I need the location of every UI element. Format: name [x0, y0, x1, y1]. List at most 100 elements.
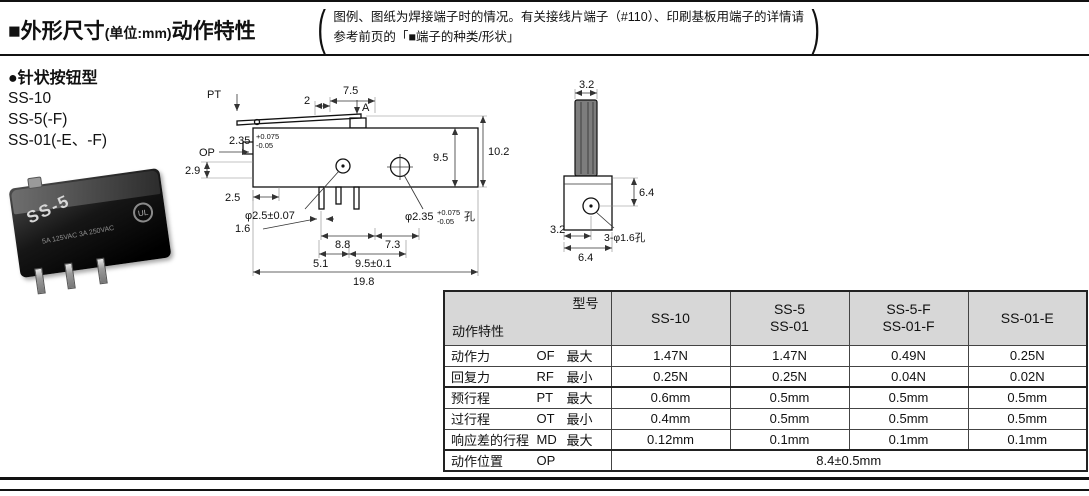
- plunger-front: [574, 99, 598, 177]
- row-qualifier: 最小: [566, 412, 593, 427]
- row-label: 响应差的行程: [451, 432, 530, 448]
- spec-row: 动作位置 OP 8.4±0.5mm: [443, 449, 1088, 472]
- row-qualifier: 最大: [566, 432, 593, 448]
- title-dimensions: ■外形尺寸: [8, 20, 105, 43]
- spec-table: 型号 动作特性 SS-10 SS-5 SS-01 SS-5-F SS-01-F …: [443, 290, 1088, 472]
- spec-cell: 0.04N: [848, 365, 969, 388]
- spec-cell: 1.47N: [729, 344, 850, 367]
- row-symbol: MD: [536, 431, 557, 447]
- spec-cell: 0.1mm: [848, 428, 969, 451]
- row-symbol: OP: [536, 453, 556, 468]
- dim-label: 9.5±0.1: [355, 258, 392, 270]
- body-outline: [252, 127, 479, 188]
- row-label-cell: 过行程 OT 最小: [443, 407, 612, 430]
- tolerance-label: -0.05: [256, 141, 273, 150]
- spec-cell: 0.5mm: [848, 407, 969, 430]
- hinge-point: [253, 118, 261, 126]
- dimension-labels-front: 3.2 6.4 3-φ1.6孔 3.2 6.4: [550, 80, 654, 264]
- row-label-cell: 动作力 OF 最大: [443, 344, 612, 367]
- dim-label: 8.8: [335, 239, 350, 251]
- spec-cell: 0.1mm: [729, 428, 850, 451]
- title-unit: (单位:mm): [104, 25, 172, 41]
- paren-open: (: [317, 0, 326, 55]
- switch-plunger: [27, 176, 43, 190]
- button-outline: [563, 99, 613, 231]
- spec-row: 回复力 RF 最小 0.25N 0.25N 0.04N 0.02N: [443, 365, 1088, 388]
- switch-rating-text: 5A 125VAC 3A 250VAC: [41, 224, 115, 246]
- dim-label: 19.8: [353, 276, 374, 288]
- merged-op-cell: 8.4±0.5mm: [610, 449, 1088, 472]
- dim-label: 6.4: [578, 252, 593, 264]
- spec-cell: 0.6mm: [610, 386, 731, 409]
- spec-cell: 0.5mm: [729, 386, 850, 409]
- dim-label: 9.5: [433, 152, 448, 164]
- plunger-type-title: ●针状按钮型: [8, 70, 98, 87]
- row-label: 预行程: [451, 391, 491, 407]
- paren-close: ): [811, 0, 820, 55]
- row-label: 动作位置: [451, 454, 504, 469]
- spec-header-row: 型号 动作特性 SS-10 SS-5 SS-01 SS-5-F SS-01-F …: [443, 290, 1088, 346]
- dim-label: φ2.35: [405, 211, 434, 223]
- dim-label: φ2.5±0.07: [245, 210, 295, 222]
- row-label: 动作力: [451, 349, 491, 364]
- dimension-lines: [201, 94, 487, 276]
- header-rule: [0, 54, 1089, 56]
- tolerance-label: +0.075: [256, 132, 279, 141]
- row-qualifier: 最小: [566, 369, 593, 385]
- spec-cell: 0.12mm: [610, 428, 731, 451]
- ul-mark: UL: [131, 201, 155, 224]
- table-corner-cell: 型号 动作特性: [443, 290, 612, 346]
- spec-cell: 0.5mm: [967, 386, 1088, 409]
- dim-label: 2.5: [225, 192, 240, 204]
- dim-label: 2.35: [229, 135, 250, 147]
- spec-cell: 0.25N: [967, 344, 1088, 367]
- dim-label: 2: [304, 95, 310, 107]
- note-line-1: 图例、图纸为焊接端子时的情况。有关接线片端子（#110）、印刷基板用端子的详情请: [333, 10, 804, 24]
- spec-row: 预行程 PT 最大 0.6mm 0.5mm 0.5mm 0.5mm: [443, 386, 1088, 409]
- dim-label-a: A: [362, 102, 370, 114]
- corner-model-label: 型号: [572, 296, 599, 311]
- row-symbol: RF: [536, 368, 554, 384]
- tolerance-label: -0.05: [437, 217, 454, 226]
- spec-cell: 0.4mm: [610, 407, 731, 430]
- dim-label: 3.2: [579, 80, 594, 91]
- dim-label: 3.2: [550, 224, 565, 236]
- side-view-drawing: PT 2 7.5 A 2.35 +0.075 -0.05 OP 2.9 2.5 …: [185, 85, 509, 288]
- note-text: 图例、图纸为焊接端子时的情况。有关接线片端子（#110）、印刷基板用端子的详情请…: [333, 7, 804, 47]
- row-label: 回复力: [451, 369, 491, 385]
- plunger-outline: [349, 117, 367, 129]
- spec-row: 响应差的行程 MD 最大 0.12mm 0.1mm 0.1mm 0.1mm: [443, 428, 1088, 451]
- switch-body: SS-5 5A 125VAC 3A 250VAC UL: [8, 167, 172, 279]
- spec-cell: 0.1mm: [967, 428, 1088, 451]
- row-label: 过行程: [451, 412, 491, 427]
- header-note: ( 图例、图纸为焊接端子时的情况。有关接线片端子（#110）、印刷基板用端子的详…: [314, 0, 823, 55]
- dim-label: 6.4: [639, 187, 654, 199]
- product-photo: SS-5 5A 125VAC 3A 250VAC UL: [8, 158, 185, 298]
- row-label-cell: 响应差的行程 MD 最大: [443, 428, 612, 451]
- spec-cell: 0.02N: [967, 365, 1088, 388]
- front-view-drawing: 3.2 6.4 3-φ1.6孔 3.2 6.4: [550, 80, 654, 264]
- spec-cell: 1.47N: [610, 344, 731, 367]
- title-characteristics: 动作特性: [171, 20, 256, 43]
- dim-label: 7.3: [385, 239, 400, 251]
- dim-label-op: OP: [199, 147, 215, 159]
- col-header-ss5f-ss01f: SS-5-F SS-01-F: [848, 290, 969, 346]
- col-header-ss10: SS-10: [610, 290, 731, 346]
- dim-label: 1.6: [235, 223, 250, 235]
- dim-label: 孔: [464, 210, 475, 223]
- spec-cell: 0.5mm: [729, 407, 850, 430]
- spec-row: 过行程 OT 最小 0.4mm 0.5mm 0.5mm 0.5mm: [443, 407, 1088, 430]
- dim-label: 2.9: [185, 165, 200, 177]
- row-label-cell: 预行程 PT 最大: [443, 386, 612, 409]
- col-header-ss01e: SS-01-E: [967, 290, 1088, 346]
- model-name: SS-01(-E、-F): [8, 132, 108, 149]
- dim-label-holes: 3-φ1.6孔: [604, 231, 646, 244]
- top-rule: [0, 0, 1089, 2]
- model-name: SS-5(-F): [8, 111, 68, 128]
- spec-cell: 0.25N: [729, 365, 850, 388]
- row-qualifier: 最大: [566, 391, 593, 407]
- spec-cell: 0.49N: [848, 344, 969, 367]
- body-front: [563, 175, 613, 231]
- dim-label: 10.2: [488, 146, 509, 158]
